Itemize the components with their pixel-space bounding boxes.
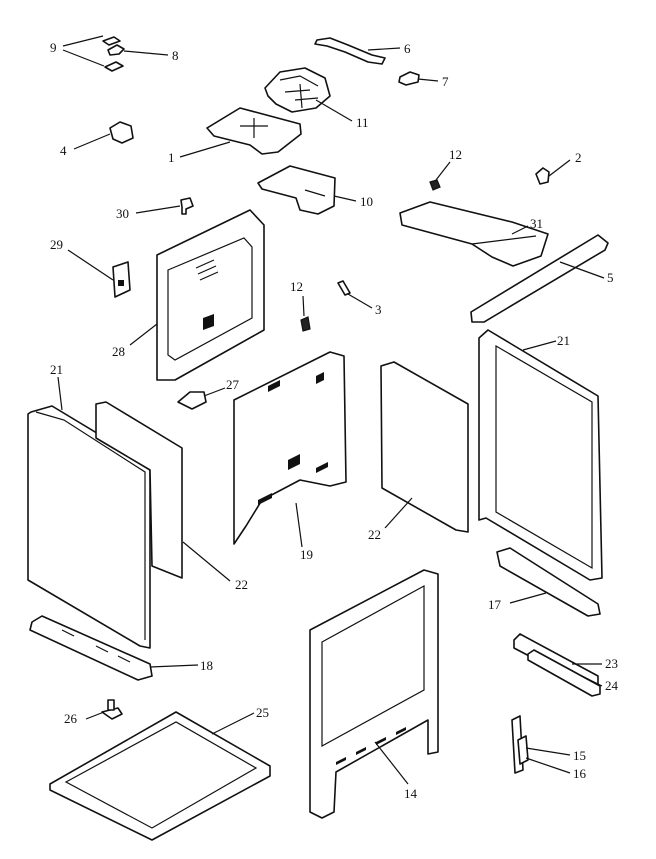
callout-31: 31: [530, 216, 543, 231]
callout-15: 15: [573, 748, 586, 763]
callout-30: 30: [116, 206, 129, 221]
callout-16: 16: [573, 766, 587, 781]
part-support-31-edge: [471, 235, 537, 245]
part-back-panel-28-cutout: [167, 237, 253, 361]
callout-22-left: 22: [235, 577, 248, 592]
callout-21-right: 21: [557, 333, 570, 348]
callout-14: 14: [404, 786, 418, 801]
part-clip-12-top: [429, 179, 441, 191]
callout-27: 27: [226, 377, 240, 392]
callouts: 9 8 6 7 11 4 1 12 2 10 30 31 29 5 12 3 2…: [50, 40, 619, 801]
part-liner-left-22: [95, 401, 183, 579]
callout-25: 25: [256, 705, 269, 720]
callout-6: 6: [404, 41, 411, 56]
part-liner-center-22: [380, 361, 469, 533]
part-support-31: [399, 201, 549, 267]
part-grommet-27: [177, 391, 207, 410]
part-bracket-11-detail: [279, 75, 319, 109]
callout-10: 10: [360, 194, 373, 209]
callout-26: 26: [64, 711, 78, 726]
callout-3: 3: [375, 302, 382, 317]
part-side-panel-right-21: [478, 329, 603, 581]
part-spring-3: [337, 280, 351, 296]
part-leveler-26-stem: [107, 699, 115, 711]
callout-28: 28: [112, 344, 125, 359]
callout-2: 2: [575, 150, 582, 165]
part-strip-6: [314, 37, 386, 65]
parts: [27, 36, 609, 841]
part-bracket-16: [517, 735, 529, 765]
part-drawer-25-inner: [64, 721, 258, 829]
part-bracket-10: [257, 165, 336, 215]
part-bracket-4: [109, 121, 134, 144]
part-clip-12-mid: [300, 316, 311, 332]
part-bracket-29-hole: [118, 280, 124, 286]
part-back-panel-19: [233, 351, 347, 545]
part-bracket-10-slot: [304, 189, 326, 197]
part-clip-2: [535, 167, 550, 185]
callout-4: 4: [60, 143, 67, 158]
part-rail-18-holes: [61, 629, 131, 663]
part-back-panel-28-vent: [195, 259, 219, 281]
callout-24: 24: [605, 678, 619, 693]
part-clip-upper: [102, 36, 121, 46]
part-front-frame-14-slots: [336, 727, 406, 765]
part-plate-1-slot: [240, 118, 268, 138]
callout-1: 1: [168, 150, 175, 165]
part-rail-18: [29, 615, 153, 681]
part-rail-5: [470, 234, 609, 323]
part-bracket-11: [264, 67, 331, 113]
part-rail-17: [496, 547, 601, 617]
callout-8: 8: [172, 48, 179, 63]
callout-9: 9: [50, 40, 57, 55]
part-side-panel-right-21-frame: [495, 344, 593, 570]
part-back-panel-28: [156, 209, 265, 381]
part-side-panel-left-21-edge: [35, 411, 146, 640]
part-side-panel-left-21: [27, 405, 151, 649]
callout-19: 19: [300, 547, 313, 562]
part-front-frame-14: [309, 569, 439, 819]
part-screw-30: [180, 197, 194, 215]
part-block-7: [398, 71, 420, 86]
callout-11: 11: [356, 115, 369, 130]
callout-29: 29: [50, 237, 63, 252]
part-back-panel-28-hole: [203, 314, 214, 330]
part-bracket-29: [112, 261, 131, 298]
callout-5: 5: [607, 270, 614, 285]
callout-17: 17: [488, 597, 502, 612]
part-clip-8: [107, 44, 125, 56]
part-front-frame-14-opening: [321, 584, 425, 748]
callout-18: 18: [200, 658, 213, 673]
callout-12-top: 12: [449, 147, 462, 162]
leader-lines: [57, 35, 605, 785]
callout-21-left: 21: [50, 362, 63, 377]
part-rail-24: [527, 649, 601, 697]
part-clip-lower: [104, 61, 124, 72]
callout-22-center: 22: [368, 527, 381, 542]
callout-23: 23: [605, 656, 618, 671]
callout-7: 7: [442, 74, 449, 89]
callout-12-mid: 12: [290, 279, 303, 294]
